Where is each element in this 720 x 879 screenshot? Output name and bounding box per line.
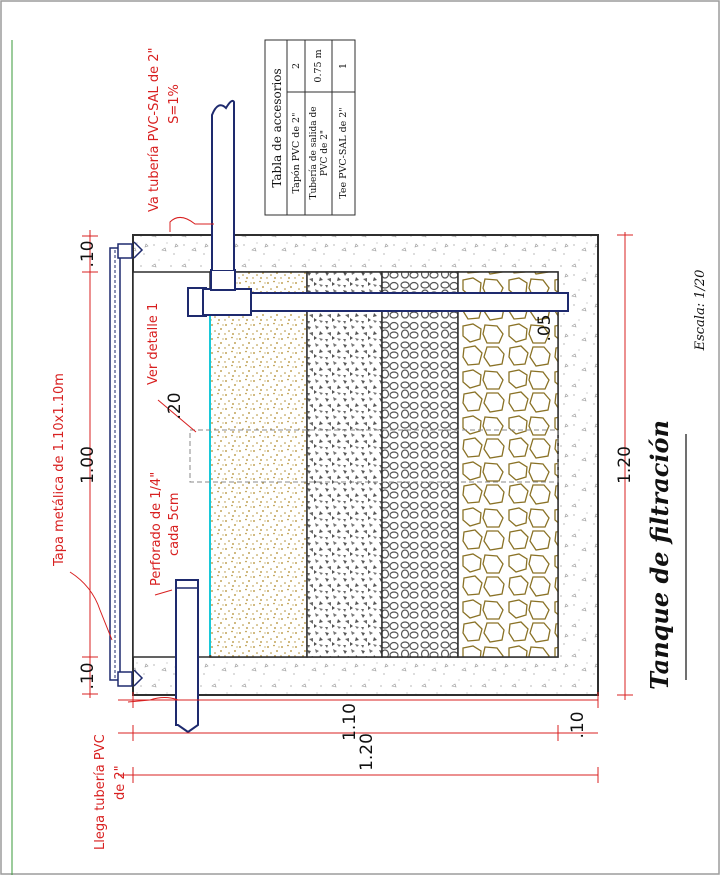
left-dimension-line — [82, 230, 98, 698]
right-dimension-line — [617, 232, 633, 700]
tee-fitting — [202, 288, 252, 316]
outlet-pipe-label: Va tubería PVC-SAL de 2" — [147, 47, 162, 212]
table-title: Tabla de accesorios — [270, 68, 284, 187]
dim-top-middle: 1.00 — [78, 446, 98, 484]
cover-hinge-top — [117, 241, 144, 259]
tee-neck — [210, 269, 236, 291]
table-row1-item: Tapón PVC de 2" — [291, 113, 302, 194]
table-row1-qty: 2 — [291, 63, 302, 69]
dim-gap: .05 — [535, 314, 555, 341]
dim-top-left: .10 — [78, 240, 98, 267]
inlet-label-1: Llega tubería PVC — [93, 734, 108, 850]
leader-lines — [69, 217, 214, 703]
dim-spacing: .20 — [165, 392, 185, 419]
drawing-title: Tanque de filtración — [645, 420, 674, 690]
outlet-pipe — [211, 99, 235, 270]
dim-height: 1.20 — [615, 446, 635, 484]
inlet-pipe — [175, 579, 199, 734]
dim-wall-bottom: .10 — [568, 711, 588, 738]
detail-box — [189, 429, 559, 483]
detail-label: Ver detalle 1 — [146, 303, 161, 385]
dim-top-right: .10 — [78, 662, 98, 689]
table-row3-qty: 1 — [338, 63, 349, 69]
sand-layer — [209, 271, 308, 658]
accessories-table: Tabla de accesorios Tapón PVC de 2" 2 Tu… — [264, 39, 356, 216]
table-row3-item: Tee PVC-SAL de 2" — [338, 107, 349, 198]
bottom-dimension-lines — [118, 692, 599, 783]
dim-outer-width: 1.20 — [357, 733, 377, 771]
table-row2-qty: 0.75 m — [313, 49, 324, 82]
cover-hinge-bottom — [117, 669, 144, 687]
slope-label: S=1% — [167, 84, 182, 124]
perforated-label-2: cada 5cm — [167, 492, 182, 556]
perforated-label-1: Perforado de 1/4" — [149, 472, 164, 586]
cover-label: Tapa metálica de 1.10x1.10m — [52, 373, 67, 567]
pebble-layer — [381, 271, 459, 658]
metal-cover — [109, 247, 121, 681]
stone-layer — [457, 271, 559, 658]
table-row2-item-2: PVC de 2" — [320, 130, 330, 176]
drawing-scale: Escala: 1/20 — [693, 270, 708, 352]
gravel-layer — [306, 271, 383, 658]
dim-inner-width: 1.10 — [340, 703, 360, 741]
table-row2-item-1: Tubería de salida de — [308, 106, 319, 199]
inlet-label-2: de 2" — [113, 765, 128, 800]
